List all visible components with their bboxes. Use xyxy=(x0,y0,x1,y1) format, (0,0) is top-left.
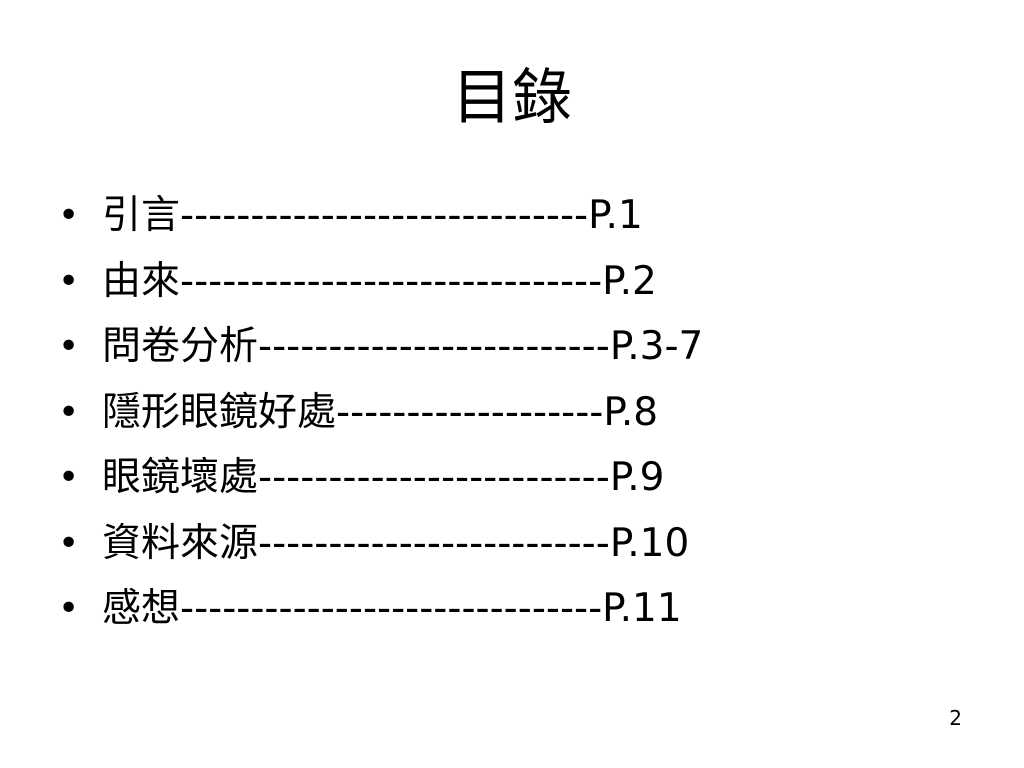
toc-item-survey-analysis: • 問卷分析-------------------------P.3-7 xyxy=(58,319,703,385)
slide-page-number: 2 xyxy=(949,706,962,730)
toc-item-glasses-drawbacks: • 眼鏡壞處-------------------------P.9 xyxy=(58,450,703,516)
bullet-icon: • xyxy=(58,457,80,498)
bullet-icon: • xyxy=(58,260,80,302)
table-of-contents-list: • 引言-----------------------------P.1 • 由… xyxy=(58,188,703,647)
bullet-icon: • xyxy=(58,391,80,433)
bullet-icon: • xyxy=(58,522,80,564)
toc-item-text: 引言-----------------------------P.1 xyxy=(102,193,643,238)
toc-item-reflections: • 感想------------------------------P.11 xyxy=(58,581,703,647)
toc-item-origin: • 由來------------------------------P.2 xyxy=(58,254,703,320)
toc-item-contact-lens-benefits: • 隱形眼鏡好處-------------------P.8 xyxy=(58,385,703,451)
toc-item-text: 由來------------------------------P.2 xyxy=(102,258,657,304)
slide-title: 目錄 xyxy=(452,63,572,133)
bullet-icon: • xyxy=(58,588,80,629)
toc-item-text: 感想------------------------------P.11 xyxy=(102,586,682,631)
toc-item-text: 問卷分析-------------------------P.3-7 xyxy=(102,324,704,369)
toc-item-text: 眼鏡壞處-------------------------P.9 xyxy=(102,455,665,500)
bullet-icon: • xyxy=(58,326,80,367)
toc-item-text: 資料來源-------------------------P.10 xyxy=(102,520,690,566)
bullet-icon: • xyxy=(58,195,80,236)
toc-item-text: 隱形眼鏡好處-------------------P.8 xyxy=(102,389,659,435)
toc-item-introduction: • 引言-----------------------------P.1 xyxy=(58,188,703,254)
toc-item-references: • 資料來源-------------------------P.10 xyxy=(58,516,703,582)
